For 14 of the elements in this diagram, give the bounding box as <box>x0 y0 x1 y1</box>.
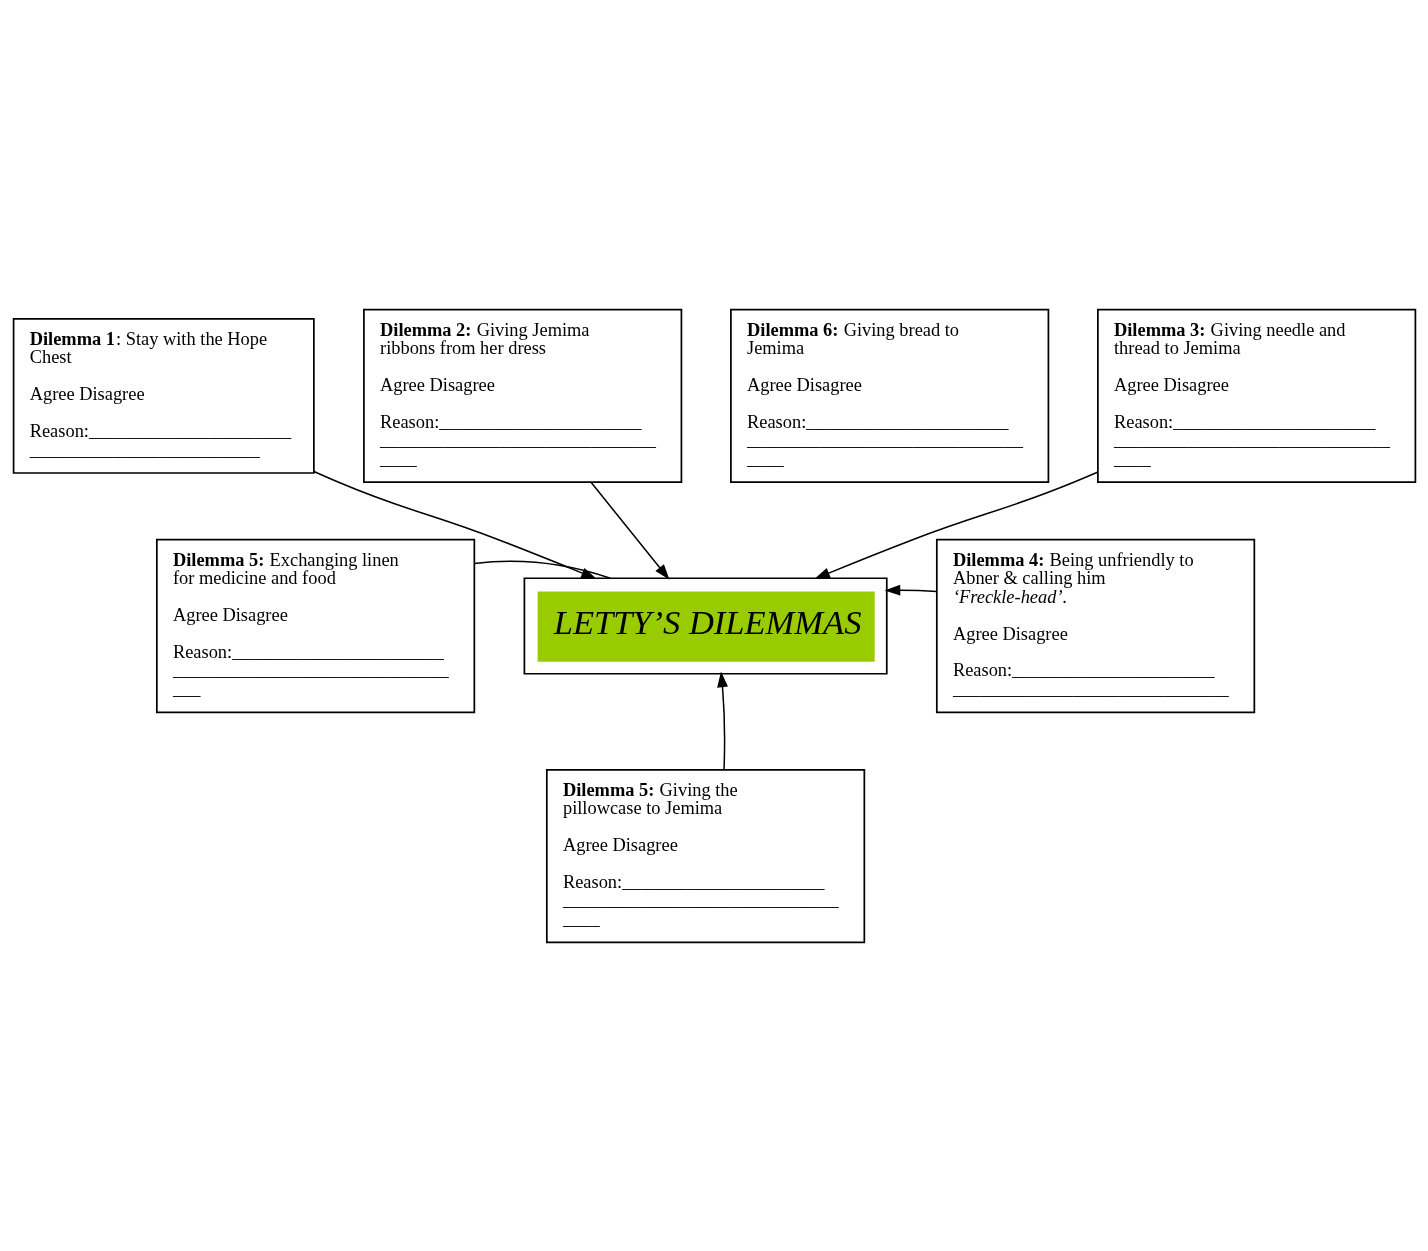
node-box: Dilemma 2: Giving Jemima ribbons from her dress Agree Disagree Reason:______________________ ______________________________ ____ <box>362 308 682 483</box>
node-box: Dilemma 4: Being unfriendly to Abner & calling him ‘Freckle-head’. Agree Disagree Reason:______________________ ______________________________ <box>935 538 1255 713</box>
arrow <box>716 671 728 770</box>
arrow <box>312 470 597 579</box>
arrow <box>813 471 1098 579</box>
connector <box>473 560 611 579</box>
node-box: Dilemma 5: Exchanging linen for medicine and food Agree Disagree Reason:_______________________ ______________________________ ___ <box>155 538 475 713</box>
node-box: LETTY’S DILEMMAS <box>523 576 888 675</box>
node-box: Dilemma 5: Giving the pillowcase to Jemima Agree Disagree Reason:______________________ ______________________________ ____ <box>545 768 865 943</box>
node-box: Dilemma 3: Giving needle and thread to Jemima Agree Disagree Reason:______________________ ______________________________ ____ <box>1096 308 1416 483</box>
node-box: Dilemma 1: Stay with the Hope Chest Agree Disagree Reason:______________________ _________________________ <box>12 317 315 474</box>
arrow <box>884 584 937 596</box>
arrow <box>589 480 669 580</box>
node-box: Dilemma 6: Giving bread to Jemima Agree Disagree Reason:______________________ ______________________________ ____ <box>729 308 1049 483</box>
